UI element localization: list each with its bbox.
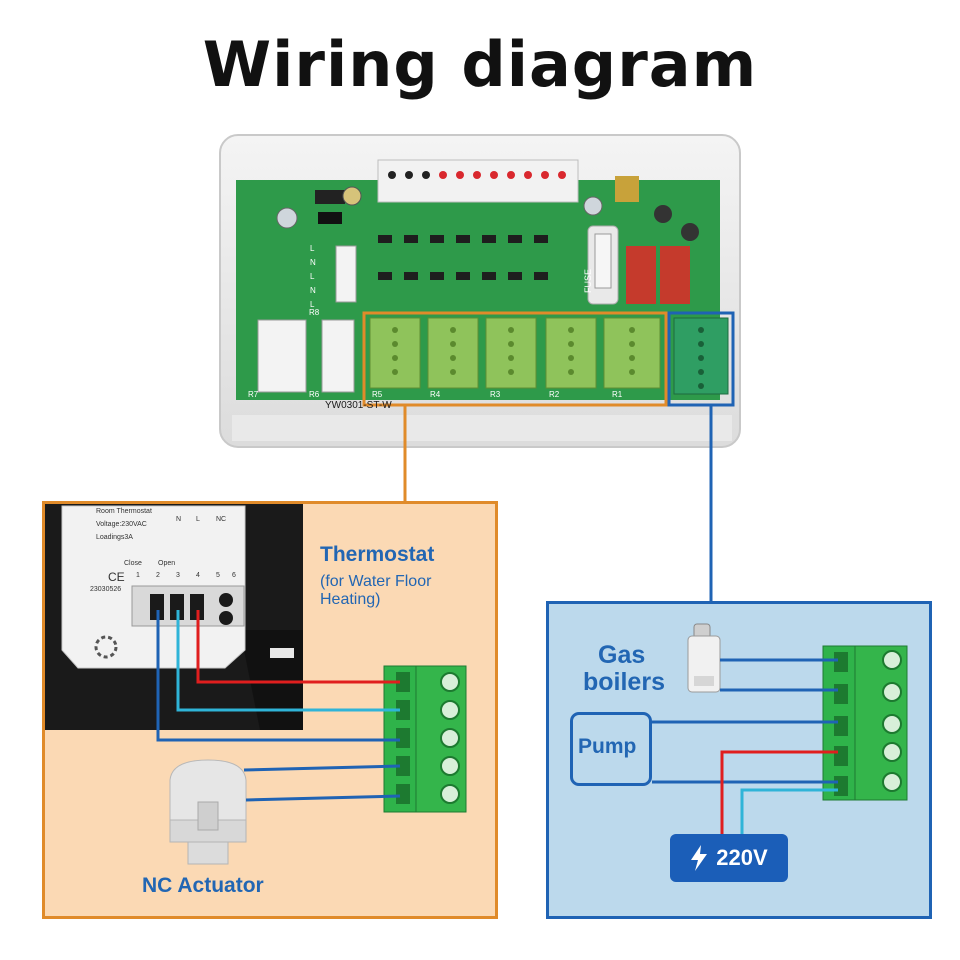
thermostat-subheading-line2: Heating) [320,591,381,608]
thermostat-heading: Thermostat [320,543,435,566]
left-label-r8: R8 [309,308,320,317]
terminal-letter: N [310,286,316,295]
terminal-l-label: L [196,516,200,523]
gas-boiler-illustration [687,623,721,693]
thermostat-loadings-text: Loadings3A [96,534,133,541]
zone-label-r2: R2 [549,390,560,399]
voltage-label: 220V [716,845,768,870]
thermostat-subheading-line1: (for Water Floor [320,573,432,590]
power-supply-badge: 220V [670,834,788,882]
left-label-r6: R6 [309,390,320,399]
terminal-number: 4 [196,572,200,579]
terminal-letter: L [310,244,315,253]
terminal-number: 2 [156,572,160,579]
gas-boilers-label-line2: boilers [583,668,665,696]
gas-boilers-label-line1: Gas [598,641,646,669]
diagram-title: Wiring diagram [202,28,758,101]
left-terminal-blocks [257,245,357,393]
terminal-letter: L [310,272,315,281]
terminal-number: 3 [176,572,180,579]
terminal-open-label: Open [158,560,176,567]
ce-mark: CE [108,570,125,584]
pump-box [570,712,652,786]
left-label-r7: R7 [248,390,259,399]
pump-label: Pump [578,735,637,758]
zone-label-r3: R3 [490,390,501,399]
zone-highlight-box [362,311,668,407]
wire-actuator-2 [245,794,401,802]
resistor-row [378,235,548,280]
zone-terminal-screws [392,327,635,375]
boiler-highlight-box [667,311,735,407]
terminal-letter: L [310,300,315,309]
wire-supply-cyan [740,788,838,834]
pcb-components [276,176,699,305]
terminal-number: 6 [232,572,236,579]
terminal-letter: N [310,258,316,267]
terminal-number: 1 [136,572,140,579]
zone-terminal-blocks [369,317,661,389]
zone-label-r1: R1 [612,390,623,399]
board-model-text: YW0301-ST-W [325,400,392,411]
nc-actuator-label: NC Actuator [142,874,264,897]
wire-blue-neutral [156,610,400,742]
top-terminal-screws [388,171,566,179]
terminal-number: 5 [216,572,220,579]
top-terminal-strip [377,159,579,203]
thermostat-serial-text: 23030526 [90,586,122,593]
terminal-nc-label: NC [216,516,227,523]
thermostat-model-text: Room Thermostat [96,508,152,515]
zone-label-r5: R5 [372,390,383,399]
zone-label-r4: R4 [430,390,441,399]
thermostat-voltage-text: Voltage:230VAC [96,521,147,528]
wire-cyan [176,610,400,712]
terminal-n-label: N [176,516,182,523]
nc-actuator-illustration [169,759,247,865]
wire-actuator-1 [243,764,401,772]
terminal-close-label: Close [124,560,142,567]
lightning-bolt-icon [691,845,708,871]
wire-supply-red [720,750,838,834]
wire-live-red [196,610,400,684]
